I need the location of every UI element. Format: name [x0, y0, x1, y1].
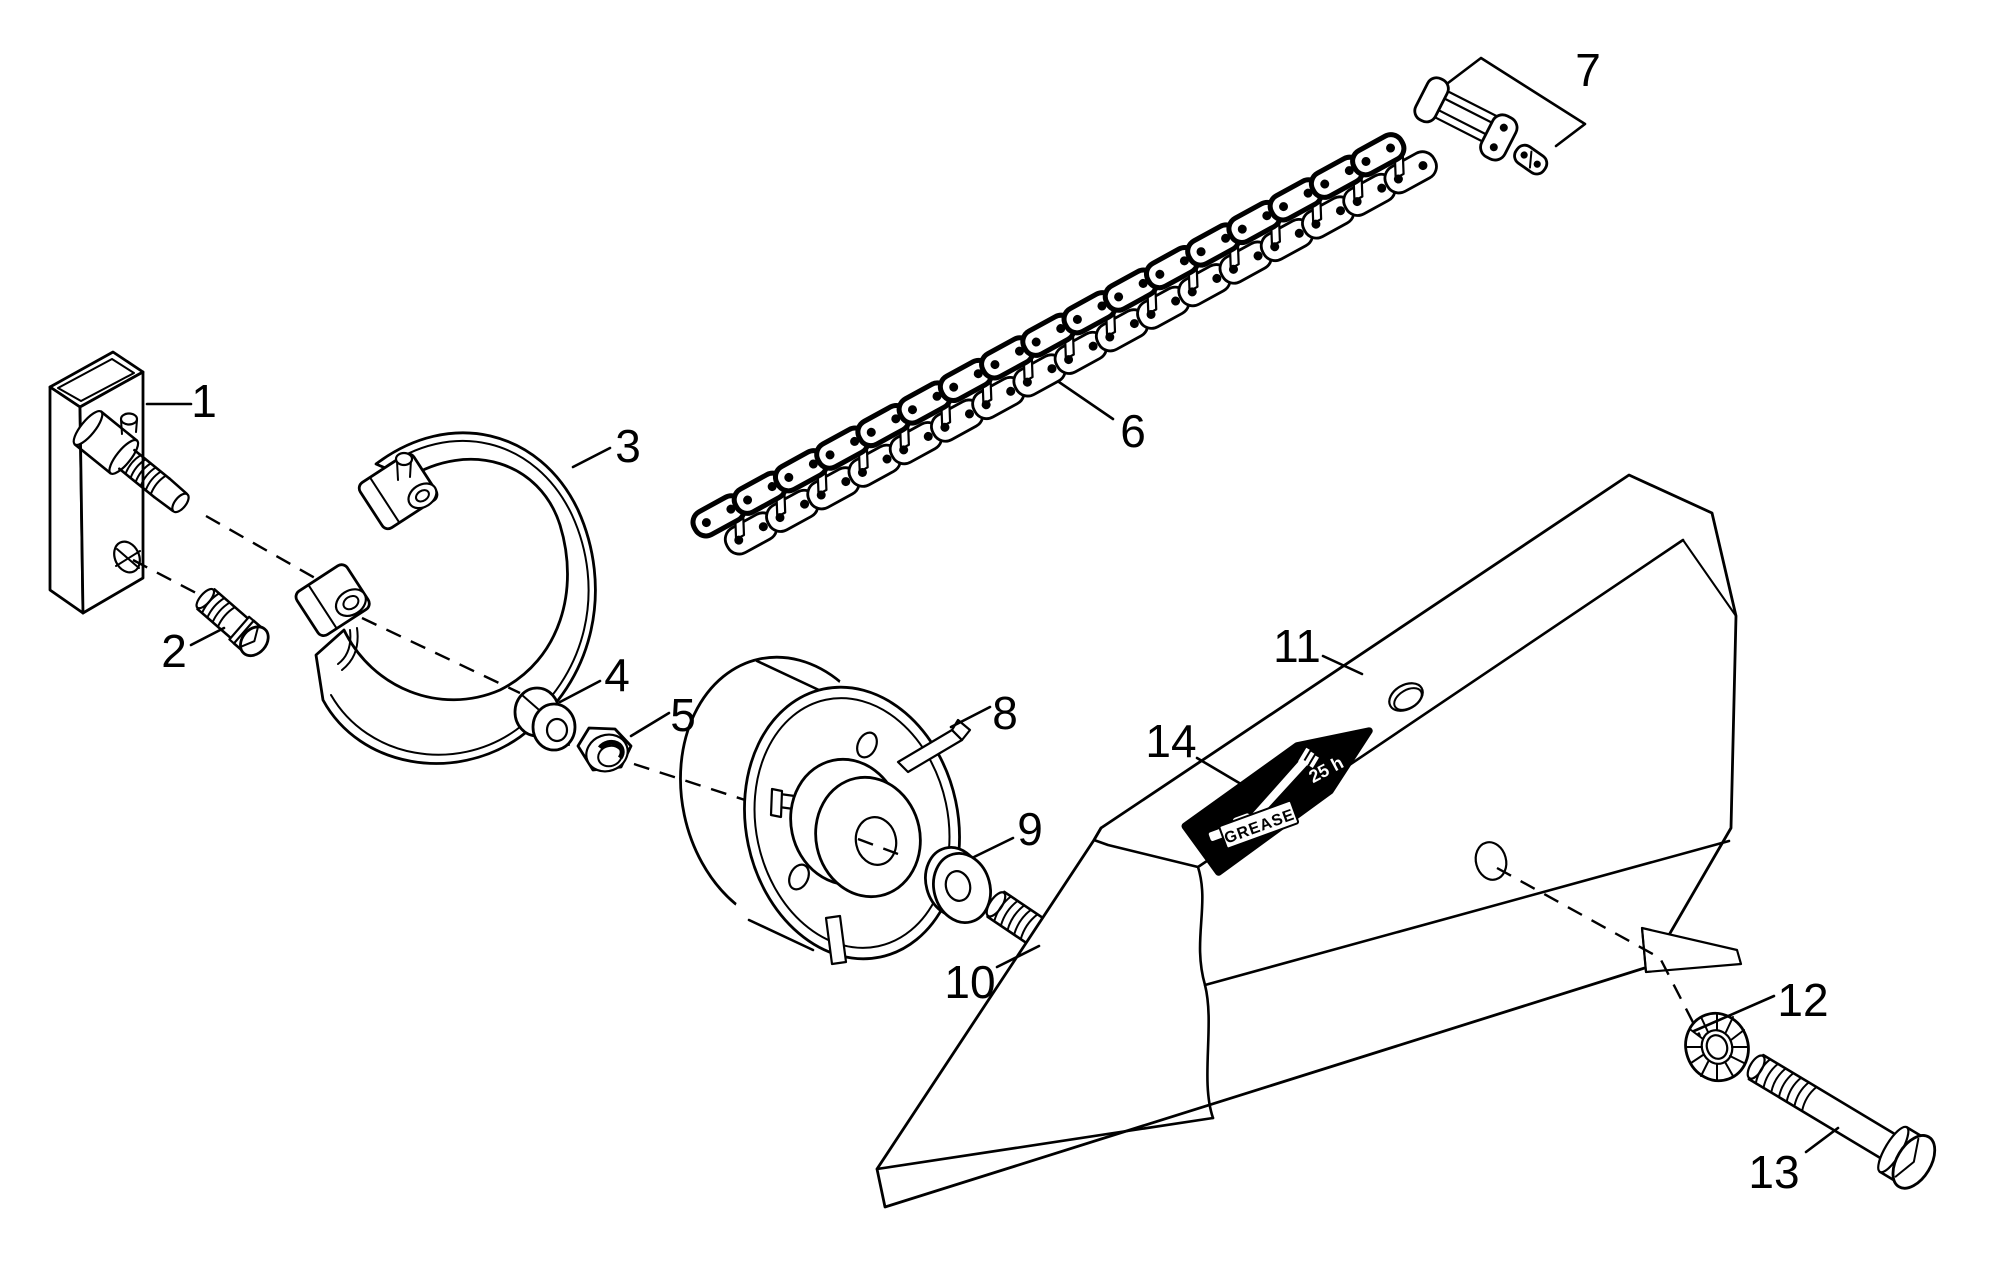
part-6-chain: [689, 121, 1441, 569]
assembly-centerlines: [132, 514, 1702, 1037]
callout-3: 3: [615, 420, 641, 472]
part-7-master-link: [1413, 76, 1549, 176]
part-2-bolt: [195, 587, 270, 658]
part-3-brake-band: [294, 431, 597, 765]
part-9-washer: [924, 846, 992, 924]
bracket-stud: [72, 409, 190, 514]
part-1-bracket: [48, 350, 190, 615]
band-pin: [394, 451, 414, 481]
cover-flange: [1640, 926, 1743, 974]
callout-14: 14: [1145, 715, 1196, 767]
callout-9: 9: [1017, 803, 1043, 855]
callout-6: 6: [1120, 405, 1146, 457]
part-13-bolt: [1746, 1053, 1937, 1190]
bracket-peg: [119, 412, 139, 435]
callout-10: 10: [944, 956, 995, 1008]
callout-1: 1: [191, 375, 217, 427]
callout-5: 5: [670, 689, 696, 741]
callout-13: 13: [1748, 1146, 1799, 1198]
cover-top-hole: [1388, 682, 1424, 712]
part-4-spacer: [513, 686, 577, 752]
part-5-nut: [576, 726, 633, 773]
part-14-decal: GREASE 25 h: [1181, 727, 1373, 876]
callout-leaders: [145, 56, 1840, 1154]
callout-7: 7: [1575, 44, 1601, 96]
bracket-hole: [113, 540, 141, 574]
callout-11: 11: [1273, 620, 1321, 672]
part-12-star-washer: [1684, 1011, 1750, 1083]
callout-12: 12: [1777, 974, 1828, 1026]
part-11-cover: GREASE 25 h: [875, 473, 1743, 1209]
callout-numbers: 1 2 3 4 5 6 7 8 9 10 11 12 13 14: [161, 44, 1828, 1198]
cover-side-hole: [1474, 841, 1508, 881]
callout-8: 8: [992, 687, 1018, 739]
callout-4: 4: [604, 649, 630, 701]
callout-2: 2: [161, 625, 187, 677]
grease-gun-icon: [1244, 758, 1309, 827]
part-8-clutch-drum: [679, 655, 972, 966]
